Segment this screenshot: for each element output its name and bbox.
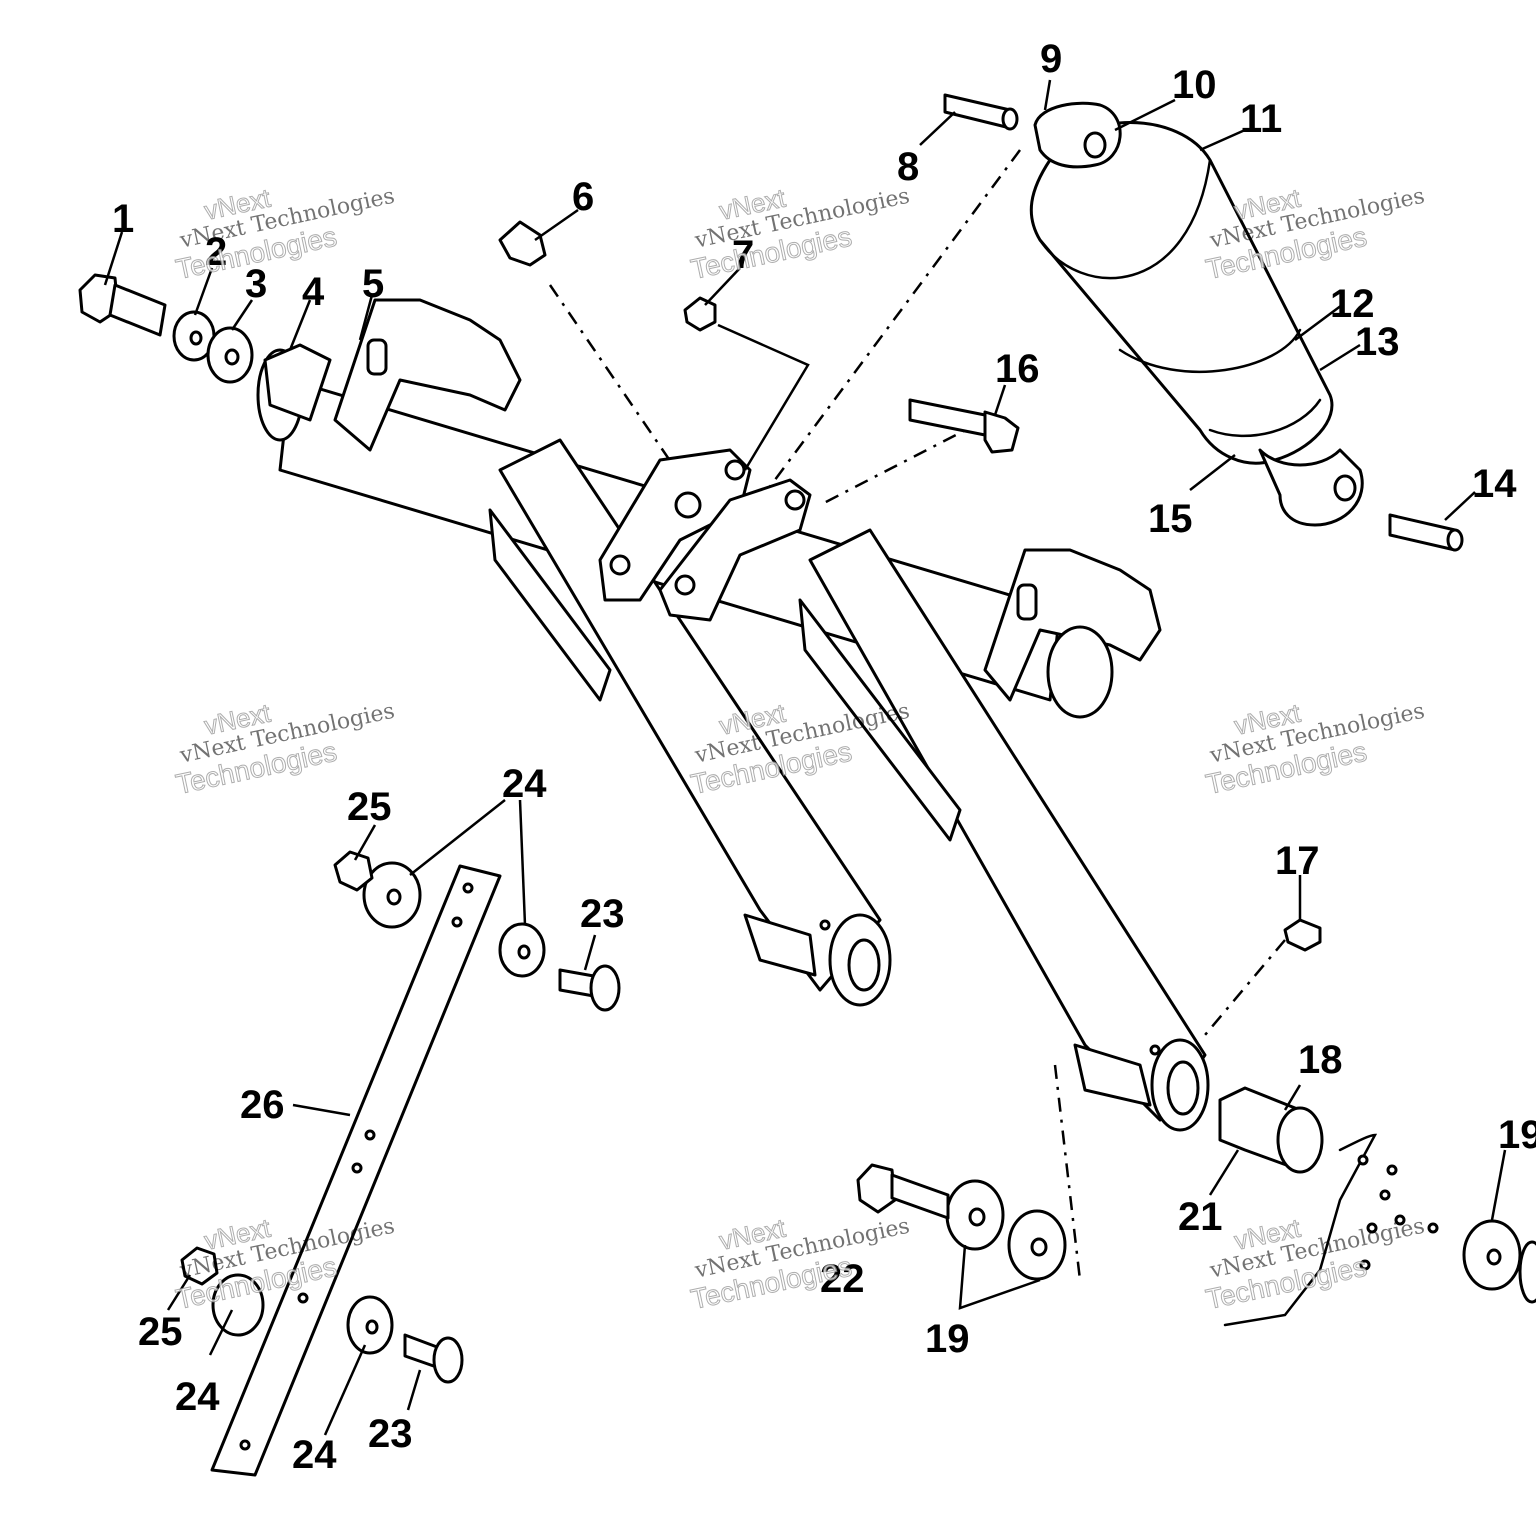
callout-5: 5: [362, 262, 384, 306]
callout-7: 7: [732, 233, 754, 277]
assembly-lines: [548, 149, 1286, 1281]
callout-9: 9: [1040, 37, 1062, 81]
callout-26: 26: [240, 1083, 285, 1127]
callout-17: 17: [1275, 839, 1320, 883]
shock-absorber: [1029, 101, 1364, 527]
callout-18: 18: [1298, 1038, 1343, 1082]
callout-25-top: 25: [347, 785, 392, 829]
watermark-2: vNext vNext Technologies Technologies: [688, 182, 912, 286]
callout-3: 3: [245, 262, 267, 306]
callout-2: 2: [205, 230, 227, 274]
callout-8: 8: [897, 145, 919, 189]
callout-12: 12: [1330, 282, 1375, 326]
callout-23-bottom: 23: [368, 1412, 413, 1456]
callout-22: 22: [820, 1257, 865, 1301]
callout-19-right: 19: [1498, 1113, 1536, 1157]
callout-4: 4: [302, 270, 325, 314]
callout-25-bottom: 25: [138, 1310, 183, 1354]
callout-6: 6: [572, 175, 594, 219]
callout-15: 15: [1148, 497, 1193, 541]
hardware: [78, 93, 1536, 1477]
callout-16: 16: [995, 347, 1040, 391]
watermark-9: vNext vNext Technologies Technologies: [1203, 1212, 1427, 1316]
watermark-4: vNext vNext Technologies Technologies: [173, 697, 397, 801]
callout-14: 14: [1472, 462, 1517, 506]
callout-23-top: 23: [580, 892, 625, 936]
callout-21: 21: [1178, 1195, 1223, 1239]
watermark-6: vNext vNext Technologies Technologies: [1203, 697, 1427, 801]
callout-10: 10: [1172, 63, 1217, 107]
callout-13: 13: [1355, 320, 1400, 364]
callout-24-bottom: 24: [292, 1433, 337, 1477]
callout-24-left: 24: [175, 1375, 220, 1419]
callout-24-top: 24: [502, 762, 547, 806]
leader-lines: [103, 79, 1507, 1436]
callout-1: 1: [112, 197, 134, 241]
callout-11: 11: [1240, 97, 1282, 141]
callout-labels: 1 2 3 4 5 6 7 8 9 10 11 12 13 14 15 16 1…: [112, 37, 1536, 1477]
callout-19-bottom: 19: [925, 1317, 970, 1361]
